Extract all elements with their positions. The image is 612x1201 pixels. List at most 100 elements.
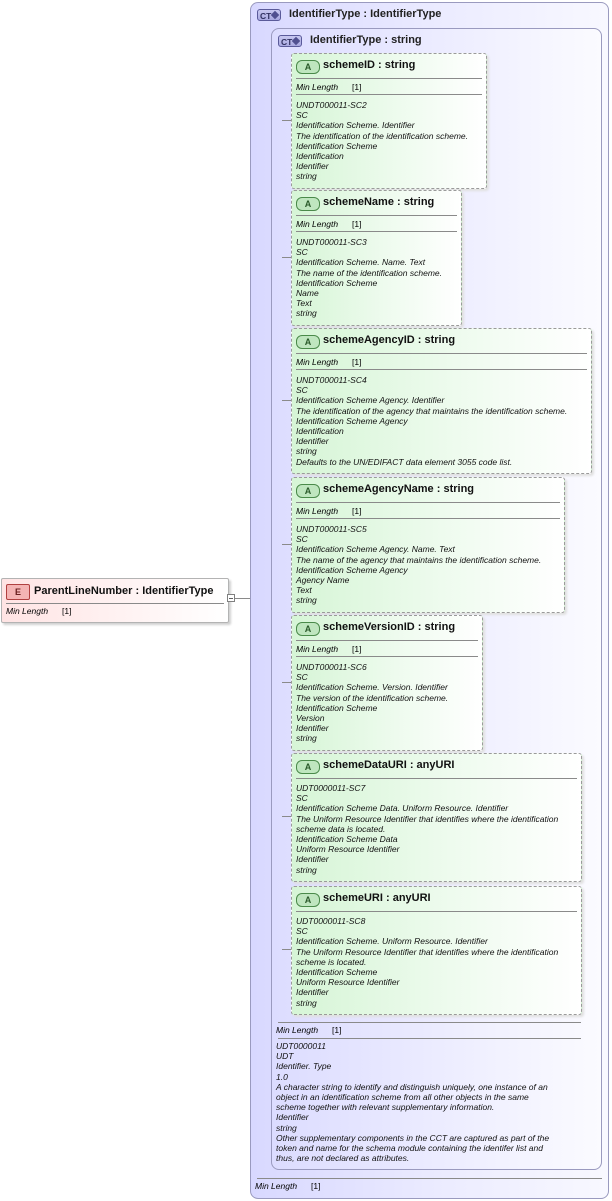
attribute-type: string — [443, 483, 475, 495]
doc-line: SC — [296, 672, 308, 683]
element-badge: E — [6, 584, 30, 600]
doc-line: Identification Scheme. Uniform Resource.… — [296, 936, 488, 947]
connector-branch — [282, 682, 291, 683]
attribute-name: schemeID — [323, 59, 375, 71]
doc-line: SC — [296, 793, 308, 804]
attribute-title: schemeAgencyID : string — [323, 334, 456, 346]
doc-line: Uniform Resource Identifier — [296, 844, 400, 855]
doc-line: Identification Scheme — [296, 140, 378, 151]
attribute-title: schemeAgencyName : string — [323, 483, 475, 495]
doc-line: Identification Scheme — [296, 702, 378, 713]
doc-line: Uniform Resource Identifier — [296, 977, 400, 988]
doc-line: scheme together with relevant supplement… — [276, 1102, 495, 1113]
doc-line: SC — [296, 110, 308, 121]
doc-line: Identifier. Type — [276, 1061, 332, 1072]
attribute-type: string — [424, 334, 456, 346]
connector-branch — [282, 544, 291, 545]
doc-line: scheme data is located. — [296, 823, 386, 834]
doc-line: string — [296, 733, 317, 744]
doc-line: Identification Scheme Agency — [296, 415, 408, 426]
doc-line: UNDT000011-SC4 — [296, 375, 367, 385]
connector-branch — [282, 949, 291, 950]
attribute-name: schemeVersionID — [323, 621, 415, 633]
attribute-type: string — [403, 196, 435, 208]
doc-line: Identification — [296, 426, 344, 437]
doc-line: string — [296, 997, 317, 1008]
doc-line: Identifier — [296, 723, 329, 734]
doc-line: Identifier — [296, 161, 329, 172]
attribute-facet: Min Length[1] — [296, 82, 362, 92]
attribute-title: schemeURI : anyURI — [323, 892, 431, 904]
attribute-title: schemeName : string — [323, 196, 435, 208]
outer-type-facet: Min Length[1] — [255, 1181, 321, 1191]
doc-line: UDT0000011 — [276, 1041, 326, 1051]
doc-line: object in an identification scheme from … — [276, 1092, 529, 1103]
doc-line: string — [296, 171, 317, 182]
doc-line: Identification Scheme. Name. Text — [296, 257, 426, 268]
inner-type-facet: Min Length[1] — [276, 1025, 342, 1035]
doc-line: token and name for the schema module con… — [276, 1143, 543, 1154]
doc-line: SC — [296, 385, 308, 396]
attribute-badge: A — [296, 484, 320, 498]
attribute-type: anyURI — [392, 892, 431, 904]
doc-line: Text — [296, 585, 312, 596]
doc-line: Text — [296, 298, 312, 309]
attribute-name: schemeDataURI — [323, 759, 407, 771]
attribute-badge: A — [296, 335, 320, 349]
doc-line: UNDT000011-SC6 — [296, 662, 367, 672]
element-title: ParentLineNumber : IdentifierType — [34, 585, 214, 597]
attribute-facet: Min Length[1] — [296, 506, 362, 516]
attribute-name: schemeURI — [323, 892, 383, 904]
element-facet: Min Length[1] — [6, 606, 72, 616]
connector-branch — [282, 816, 291, 817]
doc-line: Identifier — [296, 436, 329, 447]
doc-line: UNDT000011-SC3 — [296, 237, 367, 247]
doc-line: Identification Scheme Data — [296, 834, 398, 845]
attribute-facet: Min Length[1] — [296, 357, 362, 367]
connector-branch — [282, 400, 291, 401]
doc-line: The Uniform Resource Identifier that ide… — [296, 946, 559, 957]
doc-line: Agency Name — [296, 575, 350, 586]
doc-line: The identification of the identification… — [296, 130, 468, 141]
doc-line: UDT — [276, 1051, 294, 1062]
doc-line: Version — [296, 713, 325, 724]
attribute-facet: Min Length[1] — [296, 644, 362, 654]
attribute-badge: A — [296, 60, 320, 74]
doc-line: Identifier — [296, 987, 329, 998]
doc-line: A character string to identify and disti… — [276, 1081, 548, 1092]
attribute-type: anyURI — [416, 759, 455, 771]
connector-branch — [282, 257, 291, 258]
doc-line: string — [296, 595, 317, 606]
doc-line: Identification Scheme. Identifier — [296, 120, 415, 131]
doc-line: UDT0000011-SC8 — [296, 916, 366, 926]
doc-line: string — [296, 446, 317, 457]
attribute-badge: A — [296, 197, 320, 211]
element-box[interactable]: E ParentLineNumber : IdentifierType Min … — [1, 578, 229, 623]
doc-line: UDT0000011-SC7 — [296, 783, 366, 793]
doc-line: scheme is located. — [296, 956, 367, 967]
attribute-facet: Min Length[1] — [296, 219, 362, 229]
attribute-title: schemeID : string — [323, 59, 416, 71]
attribute-title: schemeVersionID : string — [323, 621, 456, 633]
doc-line: Identification — [296, 151, 344, 162]
attribute-name: schemeName — [323, 196, 394, 208]
doc-line: The version of the identification scheme… — [296, 692, 449, 703]
ct-badge-icon-inner: CT — [278, 35, 302, 47]
doc-line: Identifier — [276, 1112, 309, 1123]
doc-line: string — [296, 308, 317, 319]
attribute-badge: A — [296, 893, 320, 907]
doc-line: 1.0 — [276, 1071, 288, 1082]
doc-line: The name of the identification scheme. — [296, 267, 442, 278]
collapse-toggle[interactable] — [227, 594, 235, 602]
